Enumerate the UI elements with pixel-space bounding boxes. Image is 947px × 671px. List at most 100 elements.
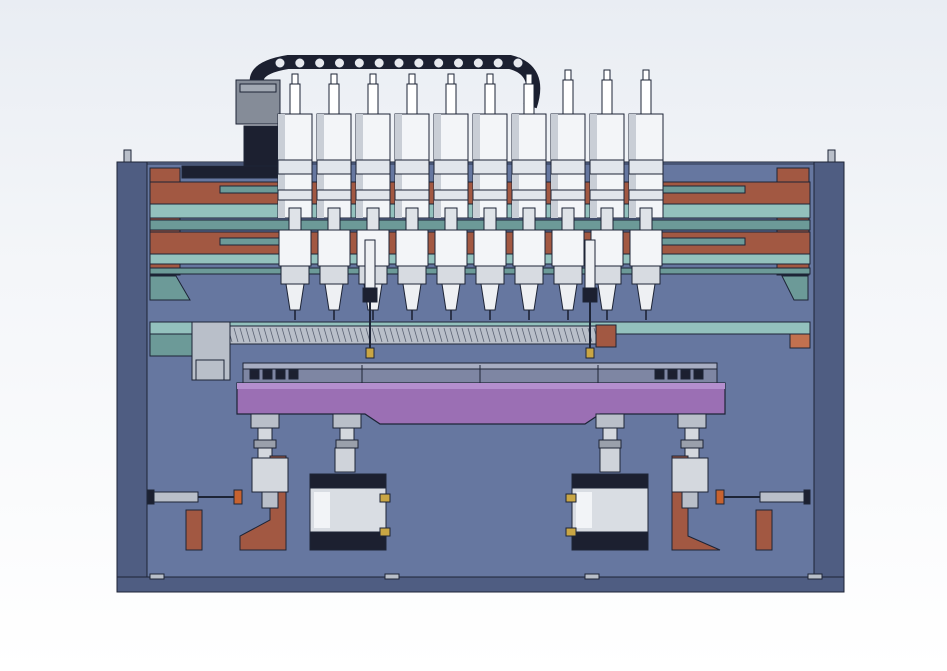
press-rod-block — [362, 287, 378, 303]
lead-screw-thread — [581, 327, 587, 343]
drag-chain-link — [334, 57, 345, 69]
lead-screw-thread — [245, 327, 251, 343]
lead-screw-thread — [389, 327, 395, 343]
press-rod-tip — [365, 347, 375, 359]
drag-chain-link — [492, 57, 504, 69]
drag-chain-link — [413, 57, 425, 69]
spindle-neck — [327, 207, 341, 231]
purple-table-top-edge — [237, 383, 725, 389]
spindle-unit — [628, 69, 664, 320]
lead-screw-thread — [569, 327, 575, 343]
lead-screw-thread — [527, 327, 533, 343]
lead-screw-thread — [377, 327, 383, 343]
lead-screw-thread — [305, 327, 311, 343]
upper-rail-slot-right — [659, 185, 746, 194]
spindle-chuck — [402, 283, 422, 311]
spindle-clamp-band — [277, 159, 313, 175]
spindle-neck — [405, 207, 419, 231]
drag-chain-link — [453, 57, 464, 69]
spindle-chuck — [636, 283, 656, 311]
spindle-motor-head — [512, 229, 546, 267]
lift-cylinder-cap-bottom — [571, 531, 649, 551]
frame-base-beam — [116, 576, 845, 593]
lift-assembly — [147, 413, 811, 551]
lead-screw-thread — [533, 327, 539, 343]
screw-clip-right — [789, 333, 811, 349]
lead-screw-thread — [491, 327, 497, 343]
lead-screw-thread — [257, 327, 263, 343]
spindle-unit — [589, 69, 625, 320]
spindle-collar — [631, 265, 661, 285]
lift-cylinder-0 — [309, 447, 391, 551]
spindle-cap — [564, 69, 572, 81]
spindle-rod — [328, 83, 340, 115]
drag-chain-link — [512, 57, 524, 69]
spindle-chuck — [324, 283, 344, 311]
base-foot-3 — [807, 573, 823, 580]
crossbeam-teal-top — [149, 219, 811, 231]
drag-chain-link — [274, 57, 286, 69]
spindle-unit — [277, 73, 313, 320]
spindle-collar — [280, 265, 310, 285]
spindle-rod — [289, 83, 301, 115]
bracket-gusset — [755, 509, 773, 551]
press-rod-tip — [585, 347, 595, 359]
spindle-unit — [394, 73, 430, 320]
spindle-clamp-band — [550, 159, 586, 175]
spindle-collar — [514, 265, 544, 285]
spindle-cap — [291, 73, 299, 85]
lift-cylinder-highlight — [576, 492, 592, 528]
spindle-neck — [639, 207, 653, 231]
guide-block-1 — [671, 457, 709, 493]
servo-motor-bracket — [243, 125, 279, 167]
actuator-clevis — [715, 489, 725, 505]
side-actuator-left — [147, 489, 243, 505]
drag-chain-link — [314, 57, 326, 69]
lead-screw-thread — [293, 327, 299, 343]
fixture-clamp — [249, 369, 260, 380]
spindle-collar — [397, 265, 427, 285]
lift-rod — [334, 447, 356, 473]
spindle-motor-head — [629, 229, 663, 267]
spindle-unit — [316, 73, 352, 320]
lead-screw-thread — [371, 327, 377, 343]
lead-screw-thread — [395, 327, 401, 343]
guide-block-foot-1 — [681, 491, 699, 509]
lead-screw-thread — [251, 327, 257, 343]
drag-chain-link — [373, 57, 385, 69]
lead-screw-thread — [281, 327, 287, 343]
lead-screw-thread — [563, 327, 569, 343]
lead-screw-thread — [335, 327, 341, 343]
column-post-right — [827, 149, 836, 163]
post-collar — [680, 439, 704, 449]
spindle-motor-head — [395, 229, 429, 267]
spindle-rod — [523, 83, 535, 115]
lead-screw-thread — [545, 327, 551, 343]
spindle-chuck — [441, 283, 461, 311]
spindle-chuck — [285, 283, 305, 311]
spindle-collar — [553, 265, 583, 285]
spindle-collar — [592, 265, 622, 285]
servo-motor-cap — [239, 83, 277, 93]
fixture-clamp — [680, 369, 691, 380]
actuator-barrel — [149, 491, 199, 503]
spindle-clamp-band-lower — [355, 189, 391, 201]
lead-screw-thread — [539, 327, 545, 343]
spindle-cap — [447, 73, 455, 85]
lead-screw-thread — [497, 327, 503, 343]
spindle-rod — [367, 83, 379, 115]
spindle-motor-head — [317, 229, 351, 267]
lead-screw-thread — [341, 327, 347, 343]
upper-dark-band-left — [181, 165, 283, 179]
spindle-motor-head — [473, 229, 507, 267]
drag-chain-link — [353, 57, 365, 69]
lead-screw-thread — [329, 327, 335, 343]
spindle-neck — [444, 207, 458, 231]
spindle-motor-head — [278, 229, 312, 267]
spindle-unit — [433, 73, 469, 320]
drag-chain-link — [433, 57, 445, 69]
spindle-rod — [484, 83, 496, 115]
lead-screw-thread — [425, 327, 431, 343]
lead-screw-thread — [311, 327, 317, 343]
